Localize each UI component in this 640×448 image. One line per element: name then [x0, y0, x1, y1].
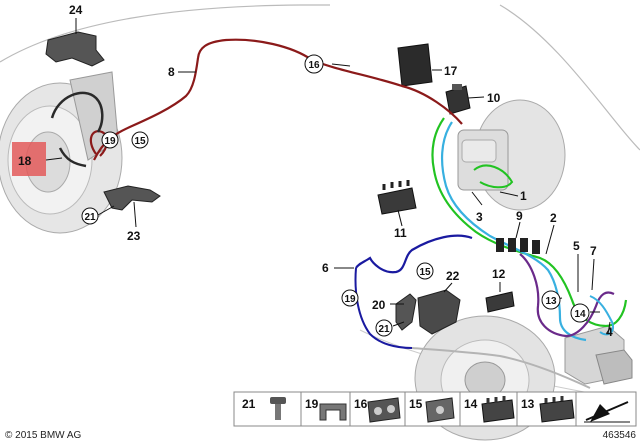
- legend-number-13: 13: [521, 397, 535, 411]
- callout-11: 11: [394, 226, 407, 240]
- callout-15b: 15: [419, 267, 431, 278]
- clip-icon-14: [481, 396, 515, 423]
- body-outline: [0, 4, 330, 63]
- screw-icon: [270, 397, 286, 420]
- callout-2: 2: [550, 211, 557, 225]
- callout-5: 5: [573, 239, 580, 253]
- legend-number-15: 15: [409, 397, 423, 411]
- parts-legend: 21 19 16 15 14 13: [233, 391, 637, 427]
- callout-23: 23: [127, 229, 141, 243]
- callout-20: 20: [372, 298, 386, 312]
- callout-7: 7: [590, 244, 597, 258]
- callout-19b: 19: [344, 294, 356, 305]
- brake-line-green: [431, 117, 628, 328]
- arrow-icon: [584, 401, 630, 423]
- callout-10: 10: [487, 91, 501, 105]
- clip-icon-19: [319, 403, 347, 421]
- callout-6: 6: [322, 261, 329, 275]
- clip-12: [485, 291, 515, 313]
- callout-22: 22: [446, 269, 460, 283]
- clip-11: [377, 180, 417, 215]
- part-18-highlight: [12, 142, 46, 176]
- callout-8: 8: [168, 65, 175, 79]
- callout-21a: 21: [84, 212, 96, 223]
- brake-line-cyan-right: [589, 295, 614, 336]
- callout-17: 17: [444, 64, 458, 78]
- brake-line-blue: [355, 234, 473, 274]
- brake-line-purple: [519, 253, 615, 338]
- clip-icon-16: [367, 397, 401, 423]
- legend-number-14: 14: [464, 397, 478, 411]
- callout-12: 12: [492, 267, 506, 281]
- callout-3: 3: [476, 210, 483, 224]
- legend-number-21: 21: [242, 397, 256, 411]
- brake-booster: [457, 99, 566, 211]
- callout-15a: 15: [134, 136, 146, 147]
- callout-19a: 19: [104, 136, 116, 147]
- callout-1: 1: [520, 189, 527, 203]
- sensor-cable: [50, 91, 104, 168]
- bracket-24: [45, 31, 105, 67]
- fittings-9: [496, 238, 540, 254]
- callout-4: 4: [606, 325, 613, 339]
- image-number: 463546: [602, 430, 636, 441]
- clip-icon-15: [425, 397, 455, 423]
- clip-icon-13: [539, 396, 575, 423]
- brake-line-blue-left: [354, 267, 413, 349]
- callout-13: 13: [545, 296, 557, 307]
- circled-callouts: 16 19 15 21 15 19 21 13 14: [81, 54, 590, 337]
- callout-9: 9: [516, 209, 523, 223]
- callout-14: 14: [574, 309, 586, 320]
- brake-line-green-loop: [473, 164, 514, 189]
- brake-line-red-loop: [89, 130, 109, 157]
- legend-number-19: 19: [305, 397, 319, 411]
- callout-labels: 24 8 17 10 18 1 3 9 2 11 23 6 12 22 5 7 …: [18, 3, 613, 339]
- bracket-20: [395, 293, 417, 331]
- legend-number-16: 16: [354, 397, 368, 411]
- brake-line-red: [93, 38, 463, 161]
- callout-21b: 21: [378, 324, 390, 335]
- brake-line-grey: [411, 347, 591, 389]
- part-17: [397, 43, 433, 87]
- copyright-text: © 2015 BMW AG: [5, 430, 82, 441]
- callout-16: 16: [308, 60, 320, 71]
- body-outline-right: [499, 4, 640, 151]
- bracket-23: [103, 185, 161, 211]
- callout-24: 24: [69, 3, 83, 17]
- part-10: [445, 84, 471, 115]
- callout-18: 18: [18, 154, 32, 168]
